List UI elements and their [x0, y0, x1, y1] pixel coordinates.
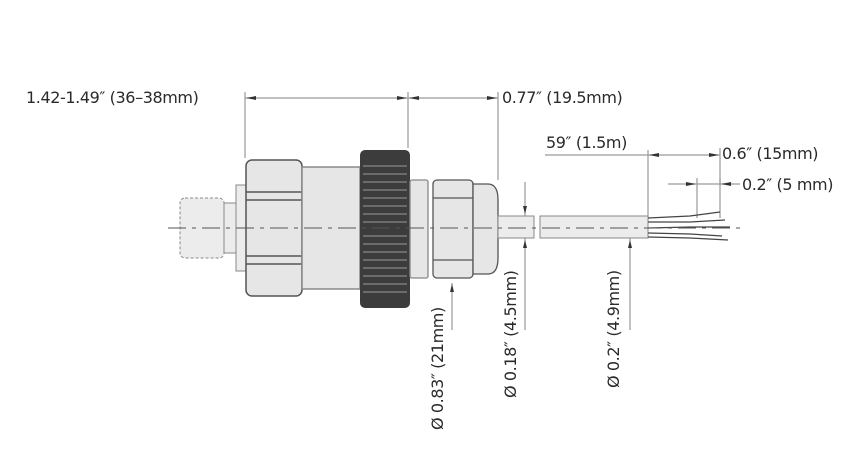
cable: [497, 215, 649, 239]
cable-gland: [409, 179, 499, 279]
stripped-length-label: 0.6″ (15mm): [722, 144, 819, 163]
gland-length-label: 0.77″ (19.5mm): [502, 88, 623, 107]
cable-diameter-label: Ø 0.2″ (4.9mm): [604, 270, 623, 388]
overall-length-label: 1.42-1.49″ (36–38mm): [26, 88, 199, 107]
bore-diameter-label: Ø 0.18″ (4.5mm): [501, 270, 520, 398]
knurled-nut: [360, 150, 410, 308]
body-diameter-label: Ø 0.83″ (21mm): [428, 307, 447, 430]
wire-end-length-label: 0.2″ (5 mm): [742, 175, 834, 194]
stripped-wires: [647, 211, 730, 241]
arrow-heads: [246, 96, 731, 292]
cable-length-label: 59″ (1.5m): [546, 133, 627, 152]
